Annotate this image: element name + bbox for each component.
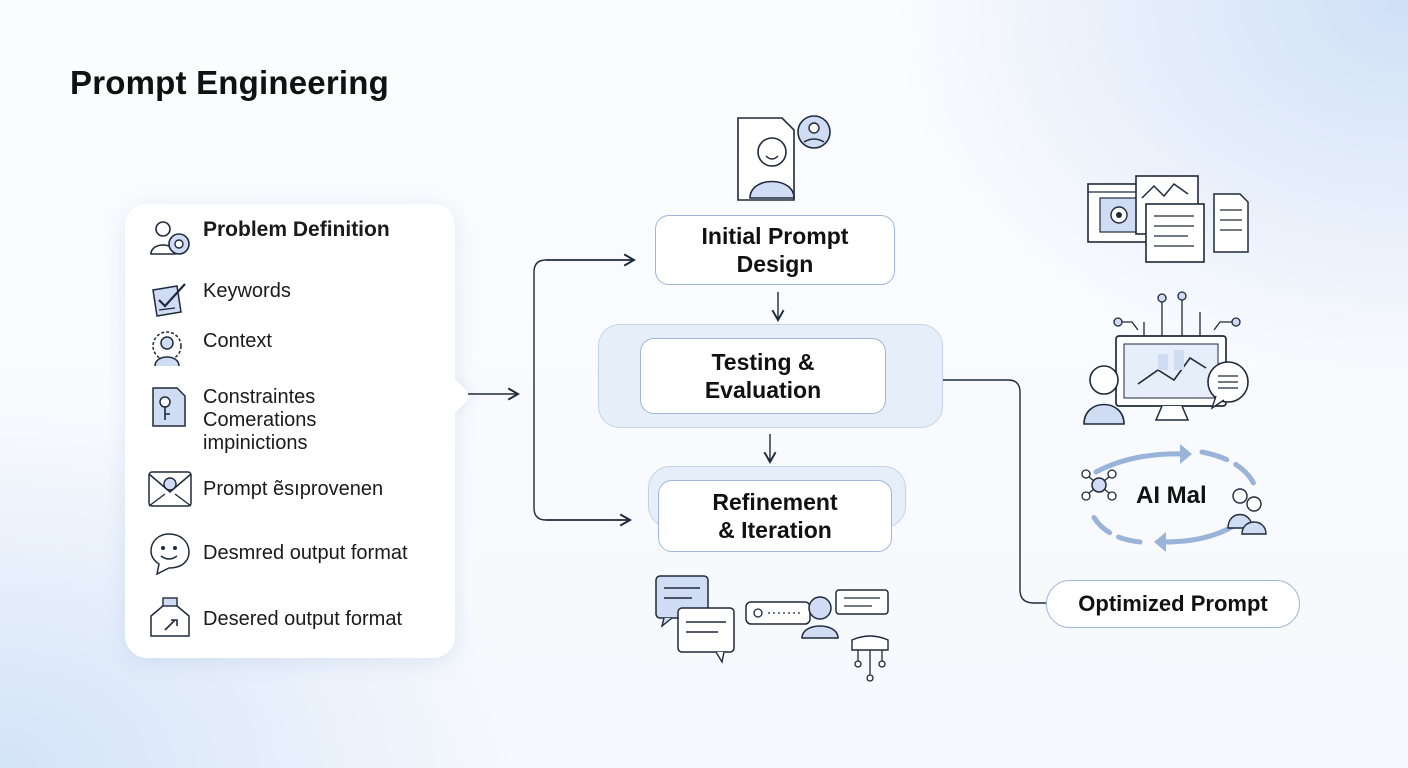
item-label: Constraintes Comerations impinictions (203, 386, 317, 454)
list-item-problem-definition: Problem Definition (147, 216, 390, 262)
user-badge-icon (152, 331, 182, 367)
house-tool-icon (150, 597, 190, 637)
item-label: Problem Definition (203, 218, 390, 241)
team-icon (1227, 488, 1267, 535)
item-label: Desmred output format (203, 542, 408, 564)
inputs-panel: Problem Definition Keywords Context Cons… (125, 204, 472, 658)
list-item-prompt: Prompt ẽsıprovenen (147, 466, 383, 512)
item-label: Desered output format (203, 608, 402, 630)
list-item-constraints: Constraintes Comerations impinictions (147, 384, 316, 455)
chat-messages-icon (655, 575, 889, 682)
person-monitor-icon (1083, 291, 1249, 425)
initial-prompt-design-box: Initial Prompt Design (655, 215, 895, 285)
loop-label: AI Mal (1136, 482, 1207, 509)
page-title: Prompt Engineering (70, 64, 389, 101)
optimized-prompt-box: Optimized Prompt (1046, 580, 1300, 628)
envelope-user-icon (148, 471, 192, 507)
list-item-output-format-2: Desered output format (147, 594, 402, 640)
refinement-iteration-box: Refinement & Iteration (658, 480, 892, 552)
list-item-context: Context (147, 326, 272, 372)
item-label: Context (203, 330, 272, 352)
charts-documents-icon (1087, 175, 1249, 263)
testing-evaluation-box: Testing & Evaluation (640, 338, 886, 414)
document-key-icon (152, 387, 186, 427)
chat-face-icon (150, 533, 190, 576)
item-label: Keywords (203, 280, 291, 302)
list-item-keywords: Keywords (147, 276, 291, 322)
item-label: Prompt ẽsıprovenen (203, 478, 384, 500)
network-nodes-icon (1081, 469, 1117, 501)
loop-cycle-icon (1087, 444, 1257, 552)
checklist-icon (152, 283, 186, 317)
list-item-output-format-1: Desmred output format (147, 530, 408, 576)
person-document-icon (737, 115, 831, 201)
user-gear-icon (150, 221, 190, 255)
